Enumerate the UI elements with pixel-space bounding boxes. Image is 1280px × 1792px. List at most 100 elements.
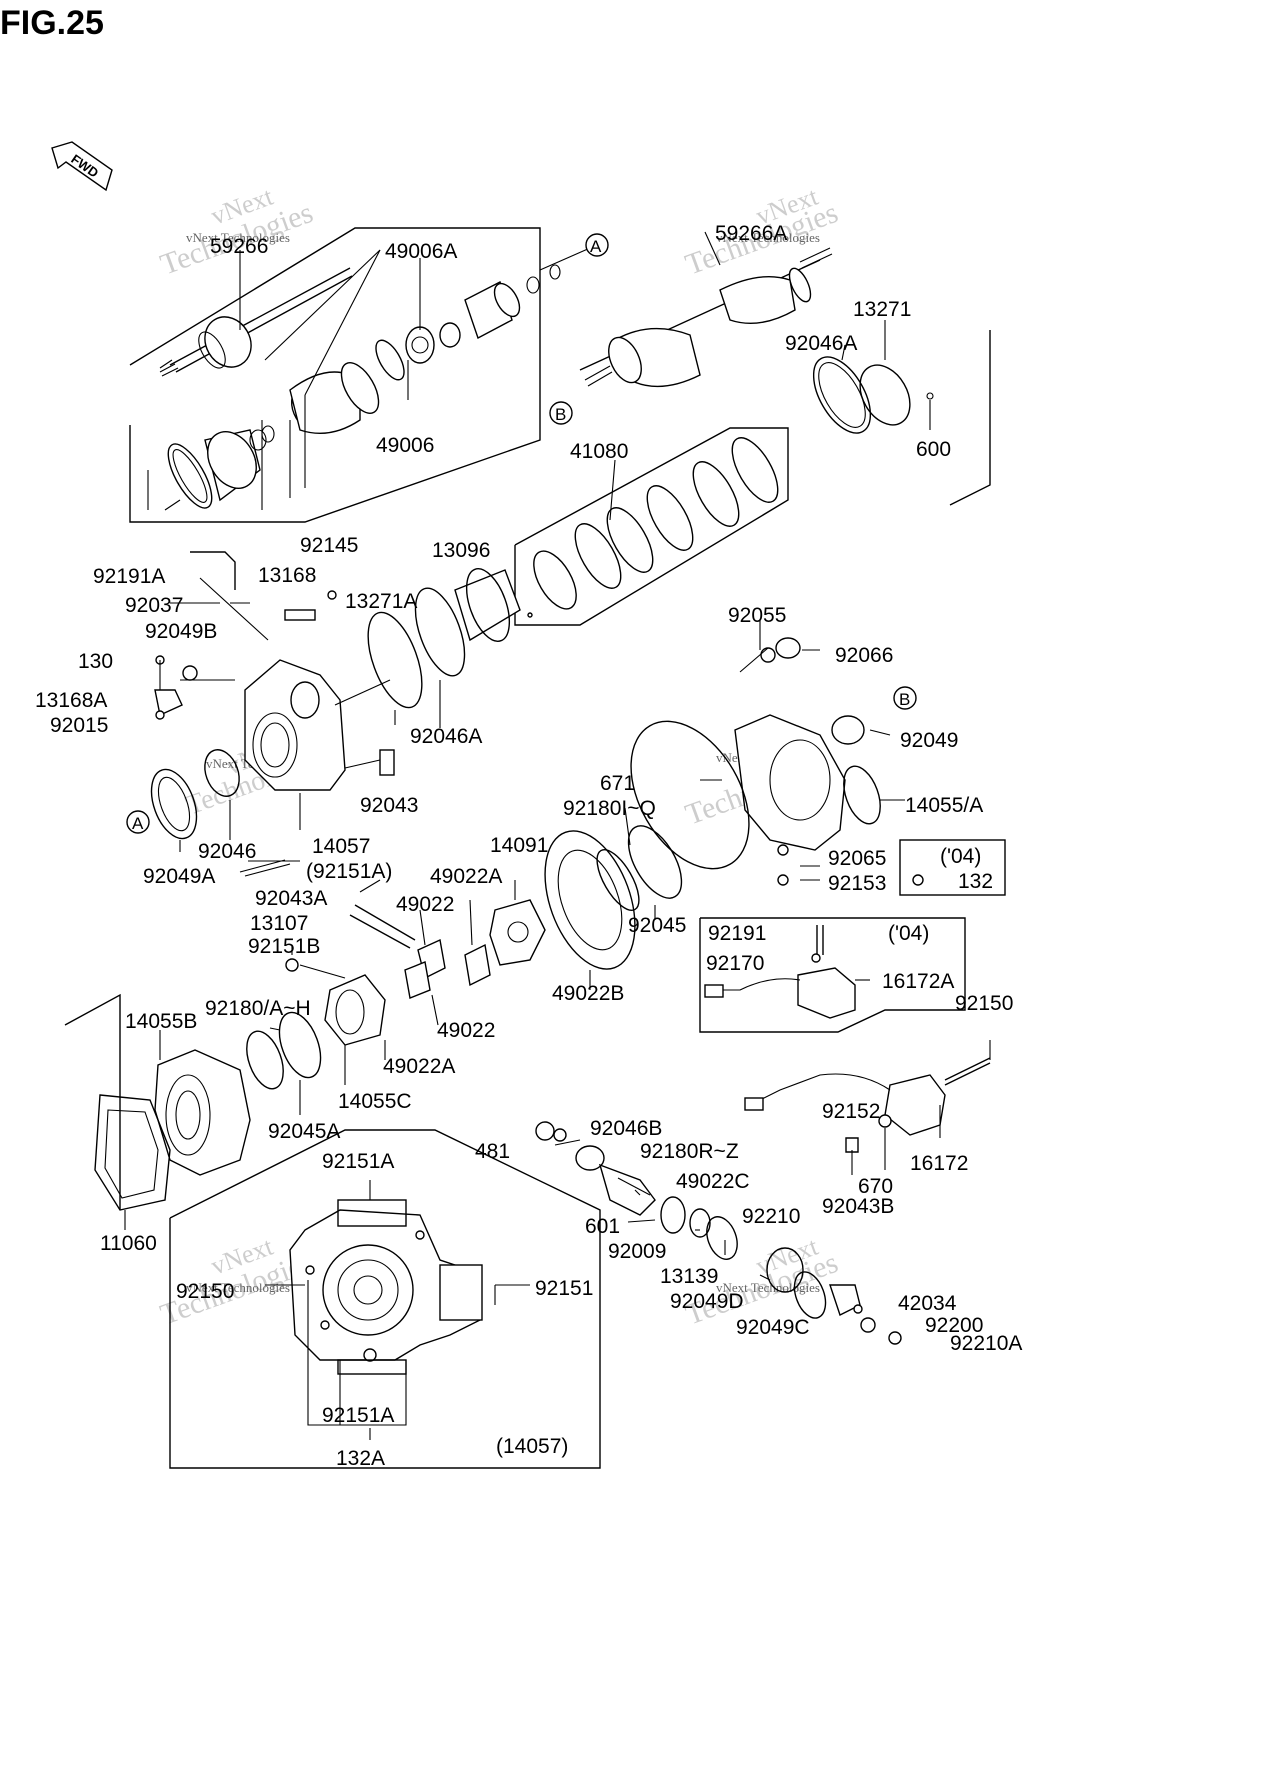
callout-16172: 16172	[910, 1152, 968, 1175]
callout-14055-A: 14055/A	[905, 794, 983, 817]
callout-ref-b-mid: B	[899, 690, 910, 709]
callout-92180A-H: 92180/A~H	[205, 997, 311, 1020]
callout-92049: 92049	[900, 729, 958, 752]
callout-13096: 13096	[432, 539, 490, 562]
callout-41080: 41080	[570, 440, 628, 463]
front-drive-shaft-left	[129, 227, 591, 523]
svg-text:vNext Technologies: vNext Technologies	[186, 1280, 290, 1295]
pinion-assembly	[535, 1121, 902, 1345]
callout-601: 601	[585, 1215, 620, 1238]
callout-11060: 11060	[100, 1232, 157, 1255]
callout-49006: 49006	[376, 434, 434, 457]
callout-92150: 92150	[955, 992, 1013, 1015]
callout-49022C: 49022C	[676, 1170, 750, 1193]
ring-parts-right	[812, 320, 991, 506]
callout-92151A-bot: 92151A	[322, 1404, 394, 1427]
differential-gears	[246, 830, 636, 1115]
callout-132: 132	[958, 870, 993, 893]
callout-92066: 92066	[835, 644, 893, 667]
callout-ref-a-mid: A	[132, 814, 144, 833]
callout-14055C: 14055C	[338, 1090, 412, 1113]
callout-49022-b: 49022	[437, 1019, 495, 1042]
callout-92151B: 92151B	[248, 935, 320, 958]
callout-92015: 92015	[50, 714, 108, 737]
svg-text:vNext Technologies: vNext Technologies	[716, 1280, 820, 1295]
callout-49022A-2: 49022A	[383, 1055, 455, 1078]
callout-92045A: 92045A	[268, 1120, 340, 1143]
callout-92151: 92151	[535, 1277, 593, 1300]
callout-92009: 92009	[608, 1240, 666, 1263]
sensor-box	[699, 917, 966, 1033]
callout-14057: 14057	[312, 835, 370, 858]
callout-92037: 92037	[125, 594, 183, 617]
callout-132A: 132A	[336, 1447, 385, 1470]
callout-92043A: 92043A	[255, 887, 327, 910]
svg-text:vNext Technologies: vNext Technologies	[716, 230, 820, 245]
callout-92180I-Q: 92180I~Q	[563, 797, 656, 820]
callout-92049D: 92049D	[670, 1290, 744, 1313]
callout-92210A: 92210A	[950, 1332, 1022, 1355]
callout-92152: 92152	[822, 1100, 880, 1123]
callout-92151A-top: 92151A	[322, 1150, 394, 1173]
callout-49022B: 49022B	[552, 982, 624, 1005]
callout-16172A: 16172A	[882, 970, 954, 993]
differential-housing-left	[150, 551, 521, 877]
callout-49006A: 49006A	[385, 240, 457, 263]
callout-14091: 14091	[490, 834, 548, 857]
figure-title: FIG.25	[0, 4, 104, 42]
callout-92046A-2: 92046A	[410, 725, 482, 748]
callout-92180R-Z: 92180R~Z	[640, 1140, 739, 1163]
callout-670: 670	[858, 1175, 893, 1198]
callout-92153: 92153	[828, 872, 886, 895]
callout-92049B: 92049B	[145, 620, 217, 643]
callout-13168A: 13168A	[35, 689, 107, 712]
callout-92151A-paren: (92151A)	[306, 860, 392, 883]
callout-92065: 92065	[828, 847, 886, 870]
callout-92145: 92145	[300, 534, 358, 557]
callout-13107: 13107	[250, 912, 308, 935]
callout-13271A: 13271A	[345, 590, 417, 613]
callout-42034: 42034	[898, 1292, 957, 1315]
callout-92046A: 92046A	[785, 332, 857, 355]
callout-92049C: 92049C	[736, 1316, 810, 1339]
callout-49022A: 49022A	[430, 865, 502, 888]
callout-59266: 59266	[210, 235, 268, 258]
callout-49022-a: 49022	[396, 893, 454, 916]
ref-markers	[126, 233, 917, 834]
callout-labels: 59266 49006A 49006 A 59266A B 13271 9204…	[35, 222, 1022, 1470]
clutch-disc-stack	[514, 427, 789, 626]
callout-04-a: ('04)	[940, 845, 981, 868]
callout-ref-b-top: B	[555, 405, 566, 424]
callout-92150-box: 92150	[176, 1280, 234, 1303]
front-drive-shaft-right	[549, 231, 833, 425]
svg-text:vNext Technologies: vNext Technologies	[186, 230, 290, 245]
callout-59266A: 59266A	[715, 222, 787, 245]
callout-04-b: ('04)	[888, 922, 929, 945]
callout-13139: 13139	[660, 1265, 718, 1288]
callout-92191: 92191	[708, 922, 766, 945]
callout-ref-a-top: A	[590, 237, 602, 256]
differential-housing-right	[596, 620, 1006, 920]
callout-92043: 92043	[360, 794, 418, 817]
case-cover-left	[64, 993, 251, 1230]
callout-14057-paren: (14057)	[496, 1435, 568, 1458]
callout-92191A: 92191A	[93, 565, 165, 588]
callout-14055B: 14055B	[125, 1010, 197, 1033]
callout-13271: 13271	[853, 298, 911, 321]
callout-92043B: 92043B	[822, 1195, 894, 1218]
speed-sensor	[744, 1040, 991, 1175]
callout-92046B: 92046B	[590, 1117, 662, 1140]
callout-92210: 92210	[742, 1205, 800, 1228]
callout-92049A: 92049A	[143, 865, 215, 888]
callout-600: 600	[916, 438, 951, 461]
housing-inset-box	[169, 1129, 601, 1469]
callout-92046: 92046	[198, 840, 256, 863]
callout-92055: 92055	[728, 604, 786, 627]
callout-92045: 92045	[628, 914, 686, 937]
callout-92200: 92200	[925, 1314, 983, 1337]
callout-130: 130	[78, 650, 113, 673]
callout-92170: 92170	[706, 952, 764, 975]
callout-671: 671	[600, 772, 635, 795]
callout-13168: 13168	[258, 564, 316, 587]
